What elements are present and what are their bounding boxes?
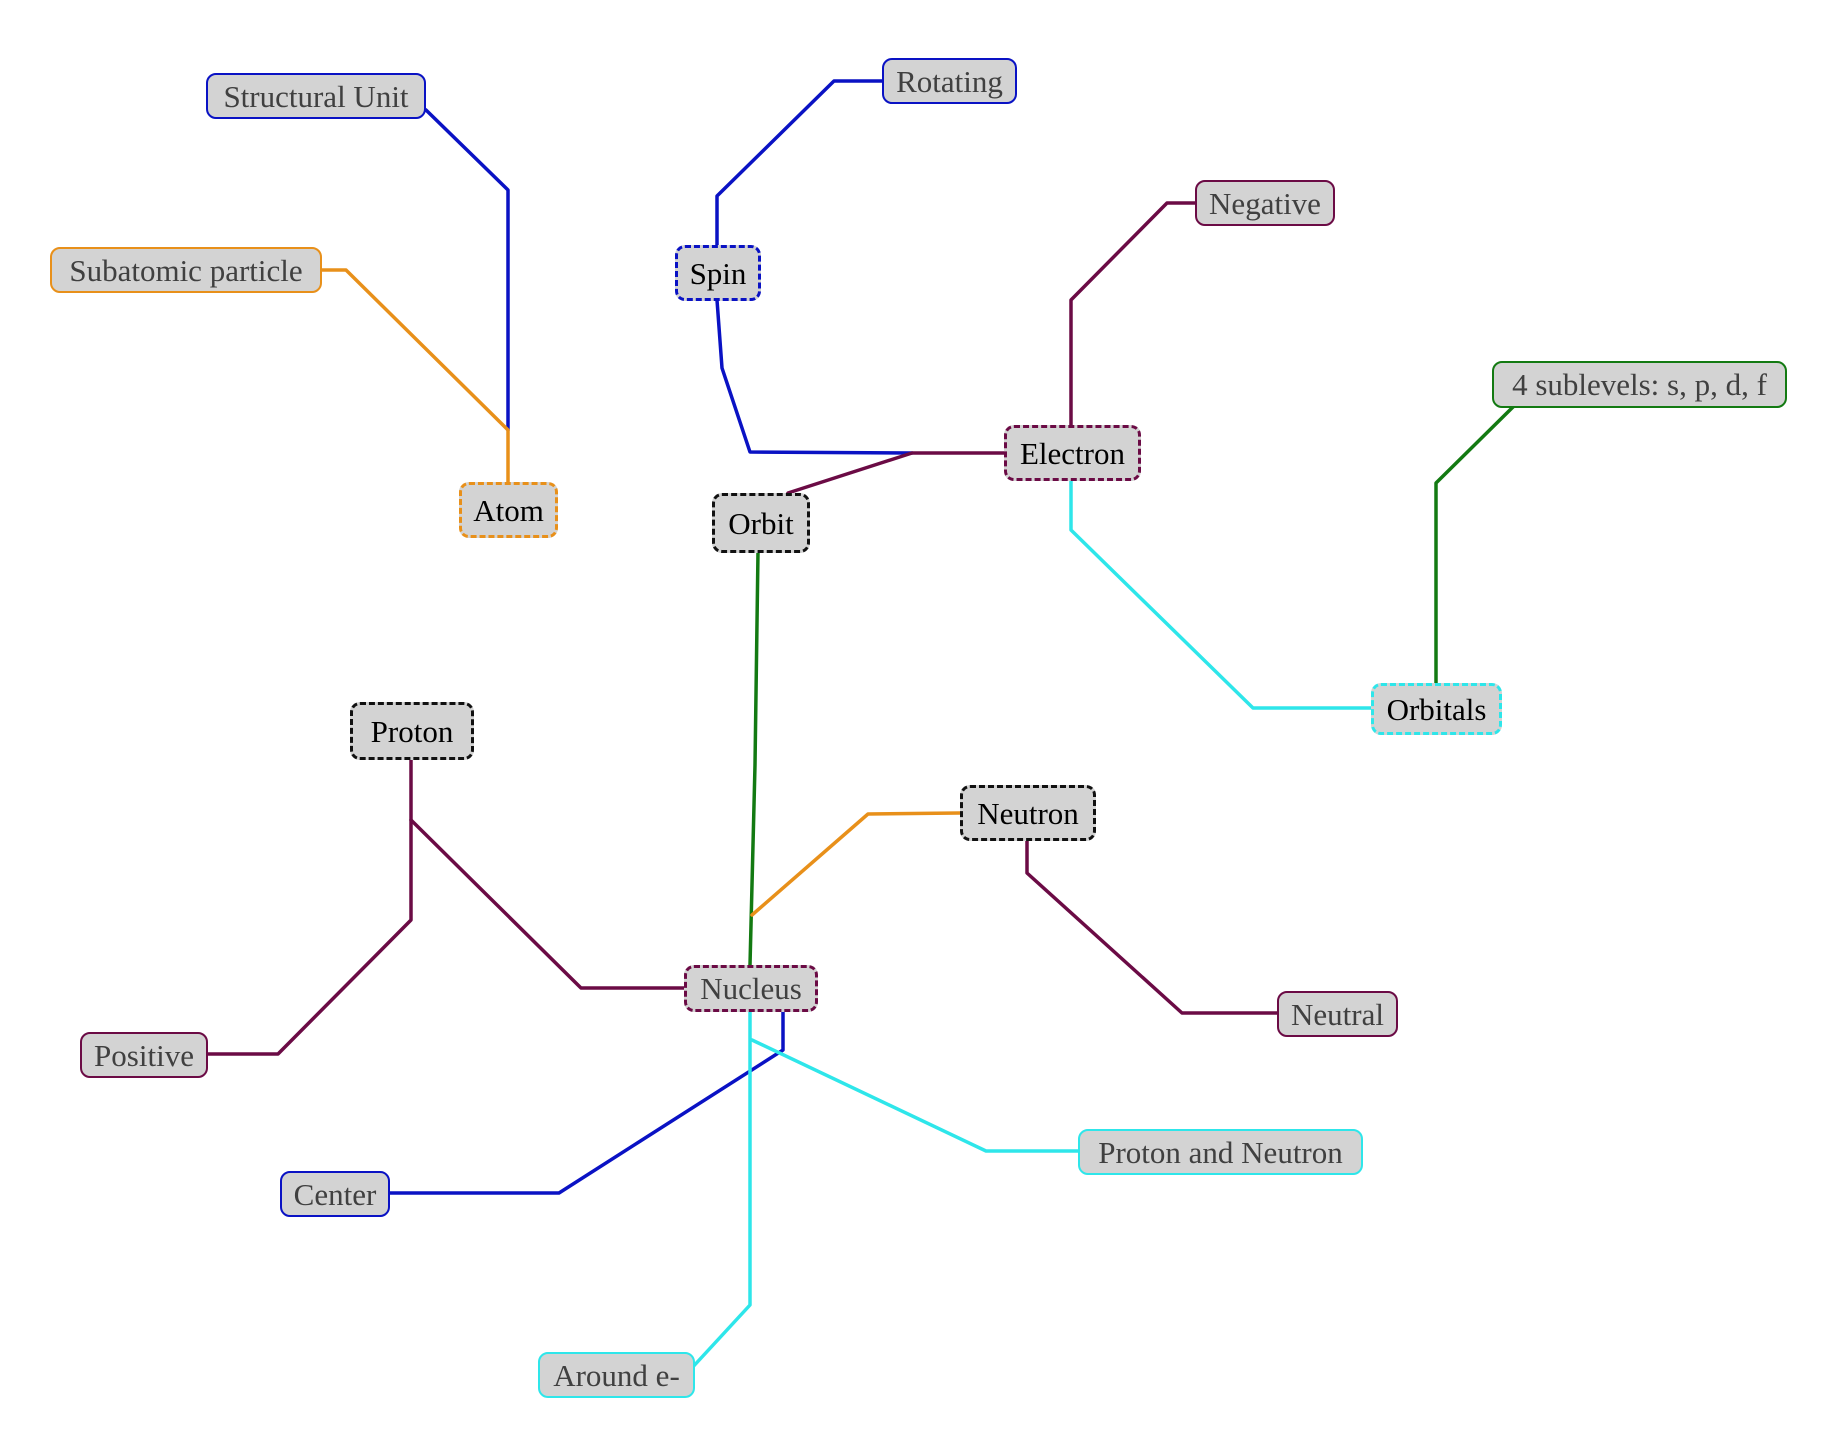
node-nucleus[interactable]: Nucleus <box>684 965 818 1012</box>
edge-rotating-spin <box>715 79 884 247</box>
node-neutron[interactable]: Neutron <box>960 785 1096 841</box>
edge-sublevels-orbitals <box>1434 404 1516 685</box>
edge-proton-positive <box>206 758 413 1056</box>
edge-proton-nucleus <box>409 818 686 990</box>
node-structural-unit[interactable]: Structural Unit <box>206 73 426 119</box>
edge-nucleus-around-e <box>688 1008 752 1372</box>
node-center[interactable]: Center <box>280 1171 390 1217</box>
edge-nucleus-center <box>388 1008 785 1195</box>
node-rotating[interactable]: Rotating <box>882 58 1017 104</box>
node-neutral[interactable]: Neutral <box>1277 991 1398 1037</box>
node-positive[interactable]: Positive <box>80 1032 208 1078</box>
edge-spin-electron <box>715 298 914 455</box>
node-atom[interactable]: Atom <box>459 482 558 538</box>
node-sublevels[interactable]: 4 sublevels: s, p, d, f <box>1492 361 1787 408</box>
edge-orbit-electron <box>786 451 1006 495</box>
edge-electron-orbitals <box>1069 478 1373 710</box>
node-proton[interactable]: Proton <box>350 702 474 760</box>
node-subatomic-particle[interactable]: Subatomic particle <box>50 247 322 293</box>
node-proton-and-neutron[interactable]: Proton and Neutron <box>1078 1129 1363 1175</box>
edge-structural-unit-atom <box>424 108 510 432</box>
edge-nucleus-proton-and-neutron <box>750 1038 1080 1153</box>
edge-neutron-neutral <box>1025 838 1279 1015</box>
node-electron[interactable]: Electron <box>1004 425 1141 481</box>
edge-subatomic-particle-atom <box>320 268 510 484</box>
node-spin[interactable]: Spin <box>675 245 761 301</box>
node-orbitals[interactable]: Orbitals <box>1371 683 1502 735</box>
edge-neutron-nucleus <box>750 811 962 917</box>
edge-orbit-nucleus <box>748 550 760 967</box>
edge-negative-electron <box>1069 201 1197 427</box>
node-around-e[interactable]: Around e- <box>538 1352 695 1398</box>
node-orbit[interactable]: Orbit <box>712 493 810 553</box>
node-negative[interactable]: Negative <box>1195 180 1335 226</box>
